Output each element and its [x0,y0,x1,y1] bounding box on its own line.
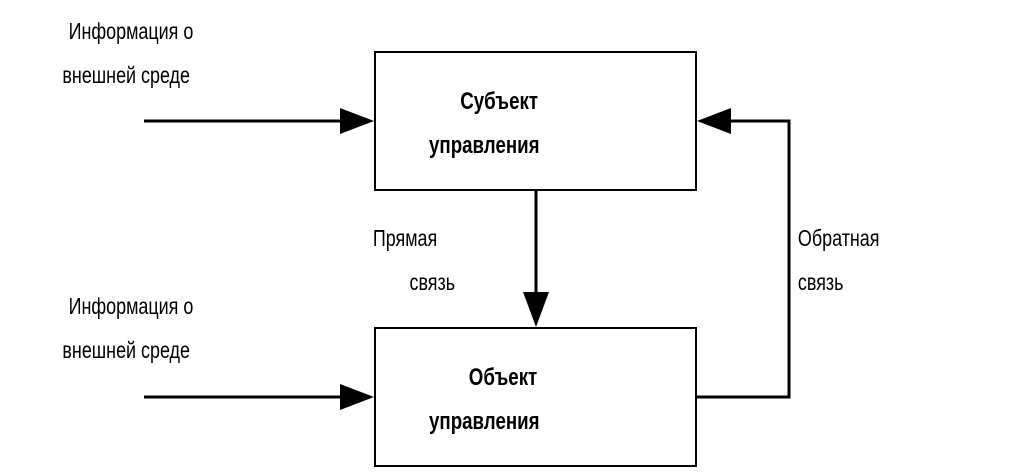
bottom-input-label-line1: Информация о [69,294,194,320]
direct-link-arrow [523,190,549,327]
bottom-input-label-line2: внешней среде [62,338,190,364]
feedback-link-label-line1: Обратная [798,226,880,252]
bottom-input-label: Информация о внешней среде [62,294,193,364]
direct-link-label-line2: связь [410,270,456,296]
top-input-label-line2: внешней среде [62,63,190,89]
object-box-label-line2: управления [429,408,540,435]
top-input-arrow [144,108,374,134]
direct-link-label: Прямая связь [373,226,455,296]
object-box-label: Объект управления [429,364,540,435]
subject-box-label-line2: управления [429,132,540,159]
bottom-input-arrow [144,384,374,410]
object-box-label-line1: Объект [469,364,537,391]
subject-box [374,51,697,191]
top-input-label: Информация о внешней среде [62,19,193,89]
top-input-label-line1: Информация о [69,19,194,45]
object-box [374,327,697,467]
direct-link-label-line1: Прямая [373,226,437,252]
feedback-arrow [696,108,791,399]
feedback-link-label: Обратная связь [798,226,880,296]
subject-box-label-line1: Субъект [460,88,538,115]
feedback-link-label-line2: связь [798,270,844,296]
subject-box-label: Субъект управления [429,88,540,159]
